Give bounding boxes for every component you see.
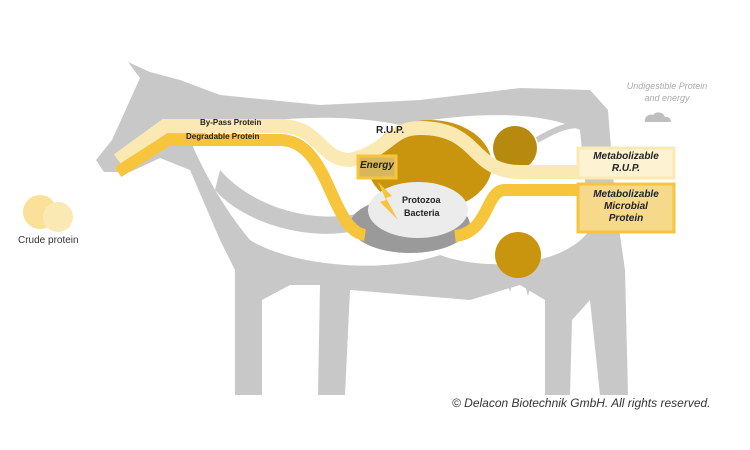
- crude-protein-label: Crude protein: [18, 235, 79, 246]
- protozoa-label: Protozoa: [402, 195, 441, 205]
- metabolizable-microbial-box: [576, 182, 676, 234]
- cloud-icon: [644, 112, 672, 122]
- metabolizable-microbial-label: Metabolizable Microbial Protein: [578, 189, 674, 225]
- metabolizable-microbial-line3: Protein: [608, 213, 644, 224]
- bypass-protein-flow: [113, 119, 590, 179]
- metabolizable-rup-label: Metabolizable R.U.P.: [578, 151, 674, 175]
- crude-protein-circle-2: [43, 202, 73, 232]
- lightning-bolt-icon: [378, 182, 398, 220]
- undigestible-line1: Undigestible Protein: [626, 81, 708, 91]
- inner-gut-band: [215, 170, 372, 234]
- metabolizable-rup-box: [576, 146, 676, 180]
- liver: [495, 232, 541, 278]
- undigestible-line2: and energy: [644, 93, 690, 103]
- udder-teats: [505, 275, 533, 296]
- metabolizable-rup-line1: Metabolizable: [593, 151, 659, 162]
- intestine: [493, 126, 537, 170]
- metabolizable-rup-line2: R.U.P.: [611, 163, 641, 174]
- bacteria-label: Bacteria: [404, 208, 440, 218]
- metabolizable-microbial-line1: Metabolizable: [593, 189, 659, 200]
- rup-label: R.U.P.: [376, 125, 405, 136]
- degradable-protein-flow: [114, 134, 590, 242]
- energy-label: Energy: [360, 160, 394, 171]
- undigestible-label: Undigestible Protein and energy: [622, 80, 712, 104]
- degradable-protein-label: Degradable Protein: [186, 132, 260, 141]
- protozoa-bacteria-chamber: [368, 182, 468, 238]
- intestine-tube: [535, 122, 581, 143]
- copyright-notice: © Delacon Biotechnik GmbH. All rights re…: [452, 396, 711, 410]
- bypass-protein-label: By-Pass Protein: [200, 118, 262, 127]
- metabolizable-microbial-line2: Microbial: [604, 201, 648, 212]
- energy-box: [356, 154, 398, 180]
